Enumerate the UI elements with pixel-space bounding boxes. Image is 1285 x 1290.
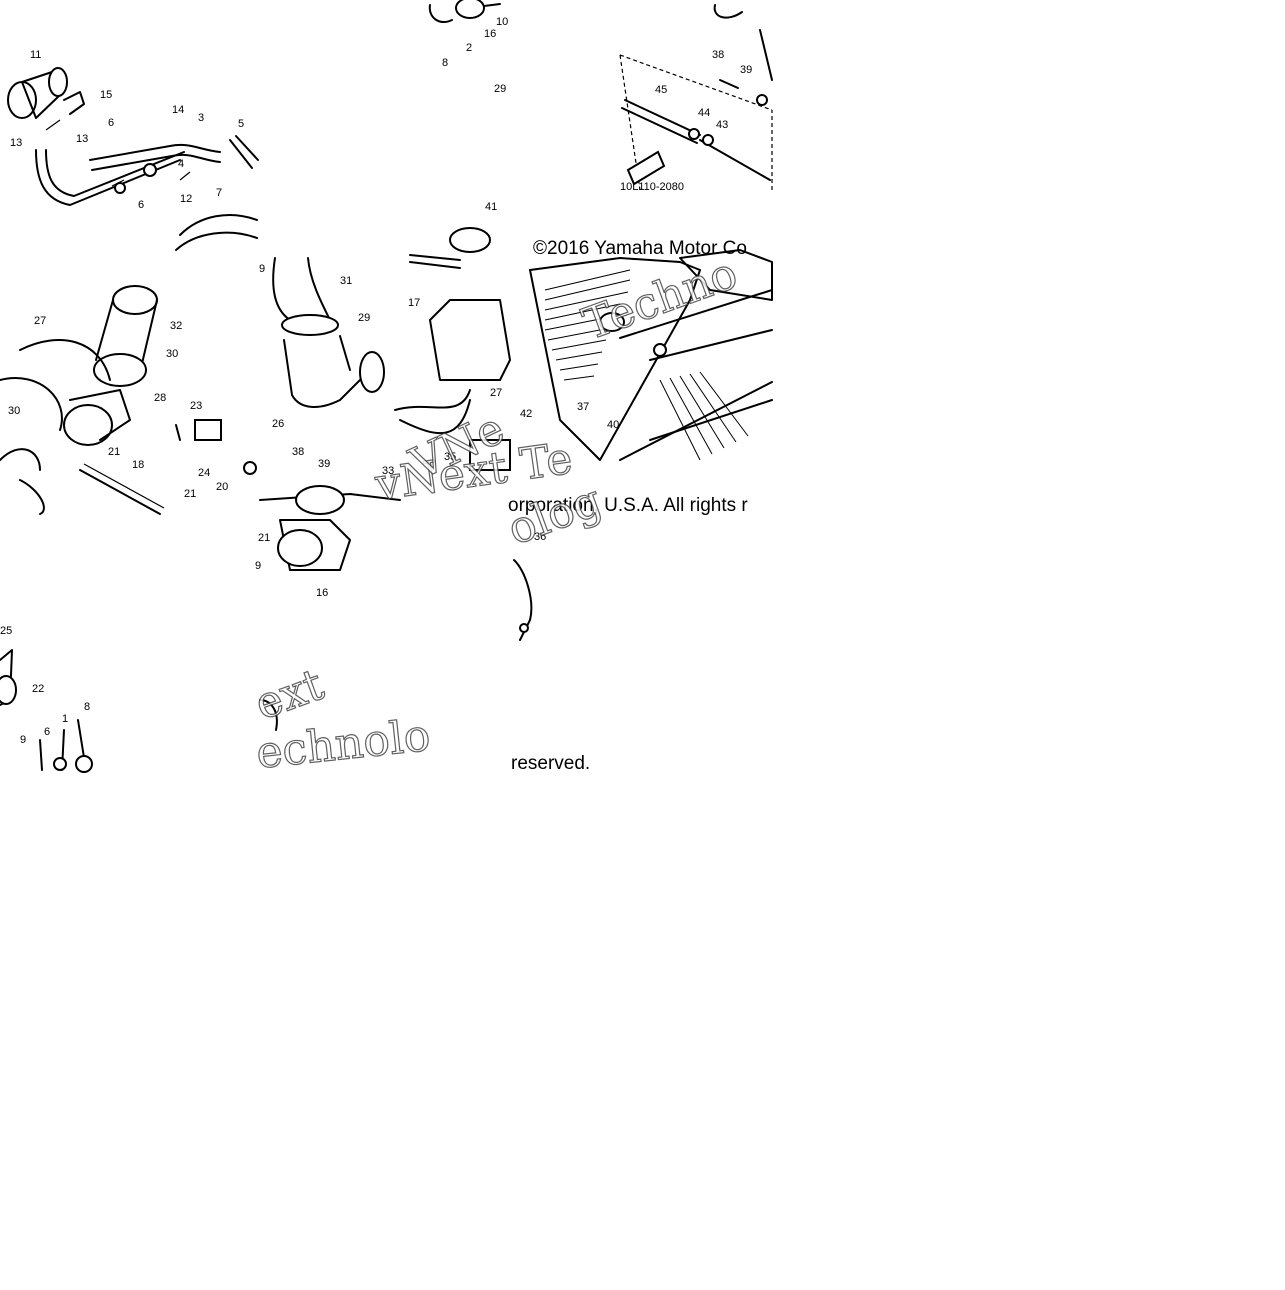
callout-number: 40: [607, 419, 619, 431]
callout-number: 43: [716, 119, 728, 131]
tile-bottom-left: [0, 649, 93, 773]
callout-number: 13: [76, 133, 88, 145]
callout-number: 27: [490, 387, 502, 399]
copyright-line-2: orporation, U.S.A. All rights r: [508, 495, 748, 516]
callout-number: 42: [520, 408, 532, 420]
part-11-drawing: [7, 67, 85, 119]
callout-number: 21: [108, 446, 120, 458]
callout-number: 38: [712, 49, 724, 61]
callout-number: 13: [10, 137, 22, 149]
callout-number: 30: [8, 405, 20, 417]
callout-number: 32: [170, 320, 182, 332]
callout-number: 39: [740, 64, 752, 76]
callout-number: 1: [62, 713, 68, 725]
callout-number: 8: [442, 57, 448, 69]
callout-number: 25: [0, 625, 12, 637]
callout-number: 24: [198, 467, 210, 479]
tile-top-left: [7, 67, 259, 251]
callout-number: 14: [172, 104, 184, 116]
callout-number: 33: [382, 465, 394, 477]
callout-number: 36: [534, 531, 546, 543]
watermark-4: ext: [248, 659, 330, 730]
callout-number: 12: [180, 193, 192, 205]
callout-number: 31: [340, 275, 352, 287]
front-arrow-icon: [626, 150, 666, 186]
callout-number: 23: [190, 400, 202, 412]
callout-number: 2: [466, 42, 472, 54]
copyright-line-1: ©2016 Yamaha Motor Co: [533, 238, 747, 259]
callout-number: 30: [166, 348, 178, 360]
callout-number: 9: [255, 560, 261, 572]
callout-number: 16: [316, 587, 328, 599]
callout-number: 39: [318, 458, 330, 470]
callout-number: 16: [484, 28, 496, 40]
callout-number: 29: [358, 312, 370, 324]
callout-number: 45: [655, 84, 667, 96]
callout-number: 21: [258, 532, 270, 544]
callout-number: 6: [108, 117, 114, 129]
callout-number: 18: [132, 459, 144, 471]
callout-number: 9: [259, 263, 265, 275]
callout-number: 35: [444, 451, 456, 463]
callout-number: 29: [494, 83, 506, 95]
watermark-2: Techno: [576, 248, 744, 351]
callout-number: 3: [198, 112, 204, 124]
callout-number: 15: [100, 89, 112, 101]
callout-number: 5: [238, 118, 244, 130]
callout-number: 41: [485, 201, 497, 213]
callout-number: 11: [30, 49, 41, 61]
callout-number: 28: [154, 392, 166, 404]
callout-number: 20: [216, 481, 228, 493]
hose-drawing: [35, 119, 259, 251]
callout-number: 8: [84, 701, 90, 713]
callout-number: 27: [34, 315, 46, 327]
callout-number: 26: [272, 418, 284, 430]
callout-number: 10: [496, 16, 508, 28]
tile-bottom-center: [259, 519, 351, 731]
tile-middle-left: [0, 285, 257, 515]
callout-number: 21: [184, 488, 196, 500]
callout-number: 37: [577, 401, 589, 413]
part-code-label: 10L110-2080: [620, 181, 684, 193]
callout-number: 38: [292, 446, 304, 458]
callout-number: 6: [44, 726, 50, 738]
callout-number: 4: [178, 158, 184, 170]
tile-middle-right: [529, 249, 773, 461]
tile-top-right: [619, 4, 773, 191]
callout-number: 7: [216, 187, 222, 199]
copyright-line-3: reserved.: [511, 753, 590, 774]
callout-number: 17: [408, 297, 420, 309]
callout-number: 22: [32, 683, 44, 695]
tile-middle-center: [259, 227, 511, 515]
callout-number: 6: [138, 199, 144, 211]
callout-number: 9: [20, 734, 26, 746]
callout-number: 44: [698, 107, 710, 119]
tile-bottom-right: [513, 559, 533, 641]
tile-top-middle: [428, 0, 501, 24]
